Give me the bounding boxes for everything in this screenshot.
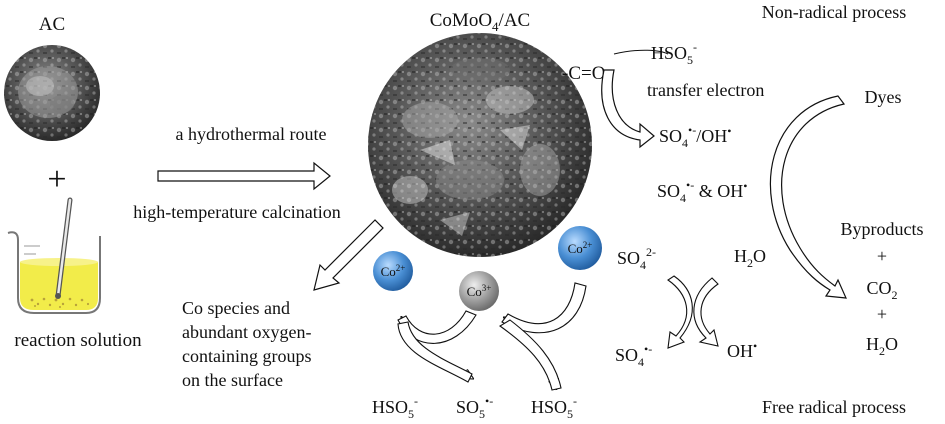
non-radical-title: Non-radical process <box>762 2 906 22</box>
svg-text:OH•: OH• <box>727 339 757 361</box>
svg-text:SO4•- & OH•: SO4•- & OH• <box>657 178 747 205</box>
so5-radical: SO5•- <box>456 394 493 421</box>
byproducts-label: Byproducts <box>841 219 924 239</box>
co2plus-ion-left: Co2+ <box>373 251 413 291</box>
svg-text:HSO5-: HSO5- <box>651 40 697 67</box>
beaker-icon <box>7 197 101 314</box>
co3plus-ion: Co3+ <box>459 271 499 311</box>
carbonyl-group: -C=O <box>562 63 605 84</box>
svg-text:Co species and: Co species and <box>182 298 290 318</box>
hso5-top: HSO5- <box>651 40 697 67</box>
electron-transfer-arrow <box>601 69 655 149</box>
route-arrow <box>157 161 331 191</box>
co2-label: CO2 <box>866 278 897 302</box>
svg-text:Co3+: Co3+ <box>467 283 492 299</box>
plus-byproducts-2: + <box>877 304 887 324</box>
co2plus-ion-right: Co2+ <box>558 226 602 270</box>
surface-arrow <box>313 219 384 291</box>
co-species-note: Co species and abundant oxygen- containi… <box>182 298 311 390</box>
transfer-electron-label: transfer electron <box>647 80 764 100</box>
svg-text:abundant oxygen-: abundant oxygen- <box>182 322 311 342</box>
svg-text:SO42-: SO42- <box>617 245 656 272</box>
so4-radical-bottom: SO4•- <box>615 342 652 369</box>
ac-sem-image <box>4 45 100 141</box>
oh-radical-bottom: OH• <box>727 339 757 361</box>
radical-conversion-arrows <box>667 275 719 349</box>
comoo4-label: CoMoO4/AC <box>430 10 530 34</box>
svg-text:HSO5-: HSO5- <box>531 394 577 421</box>
h2o-reactant-label: H2O <box>734 246 766 270</box>
hydrothermal-label: a hydrothermal route <box>176 124 327 144</box>
reaction-solution-label: reaction solution <box>14 330 142 351</box>
svg-text:Co2+: Co2+ <box>381 263 406 279</box>
hso5-to-carbonyl-link <box>613 49 669 55</box>
co-redox-cycle-bands <box>397 282 587 391</box>
ac-label: AC <box>39 14 65 35</box>
sulfate-label: SO42- <box>617 245 656 272</box>
svg-text:containing groups: containing groups <box>182 346 311 366</box>
plus-byproducts-1: + <box>877 246 887 266</box>
h2o-product-label: H2O <box>866 334 898 358</box>
svg-text:SO4•-: SO4•- <box>615 342 652 369</box>
degradation-arrow <box>769 95 847 299</box>
comoo4-sem-image <box>368 33 592 257</box>
svg-text:on the surface: on the surface <box>182 370 283 390</box>
so4-oh-radicals-mid: SO4•- & OH• <box>657 178 747 205</box>
svg-text:HSO5-: HSO5- <box>372 394 418 421</box>
svg-text:SO4•-/OH•: SO4•-/OH• <box>659 123 731 150</box>
svg-text:Co2+: Co2+ <box>568 240 593 256</box>
hso5-bottom-left: HSO5- <box>372 394 418 421</box>
calcination-label: high-temperature calcination <box>133 202 340 222</box>
dyes-label: Dyes <box>865 87 902 107</box>
free-radical-title: Free radical process <box>762 397 906 417</box>
so4-oh-radicals-top: SO4•-/OH• <box>659 123 731 150</box>
plus-sign: + <box>47 161 66 198</box>
hso5-bottom-right: HSO5- <box>531 394 577 421</box>
svg-text:SO5•-: SO5•- <box>456 394 493 421</box>
